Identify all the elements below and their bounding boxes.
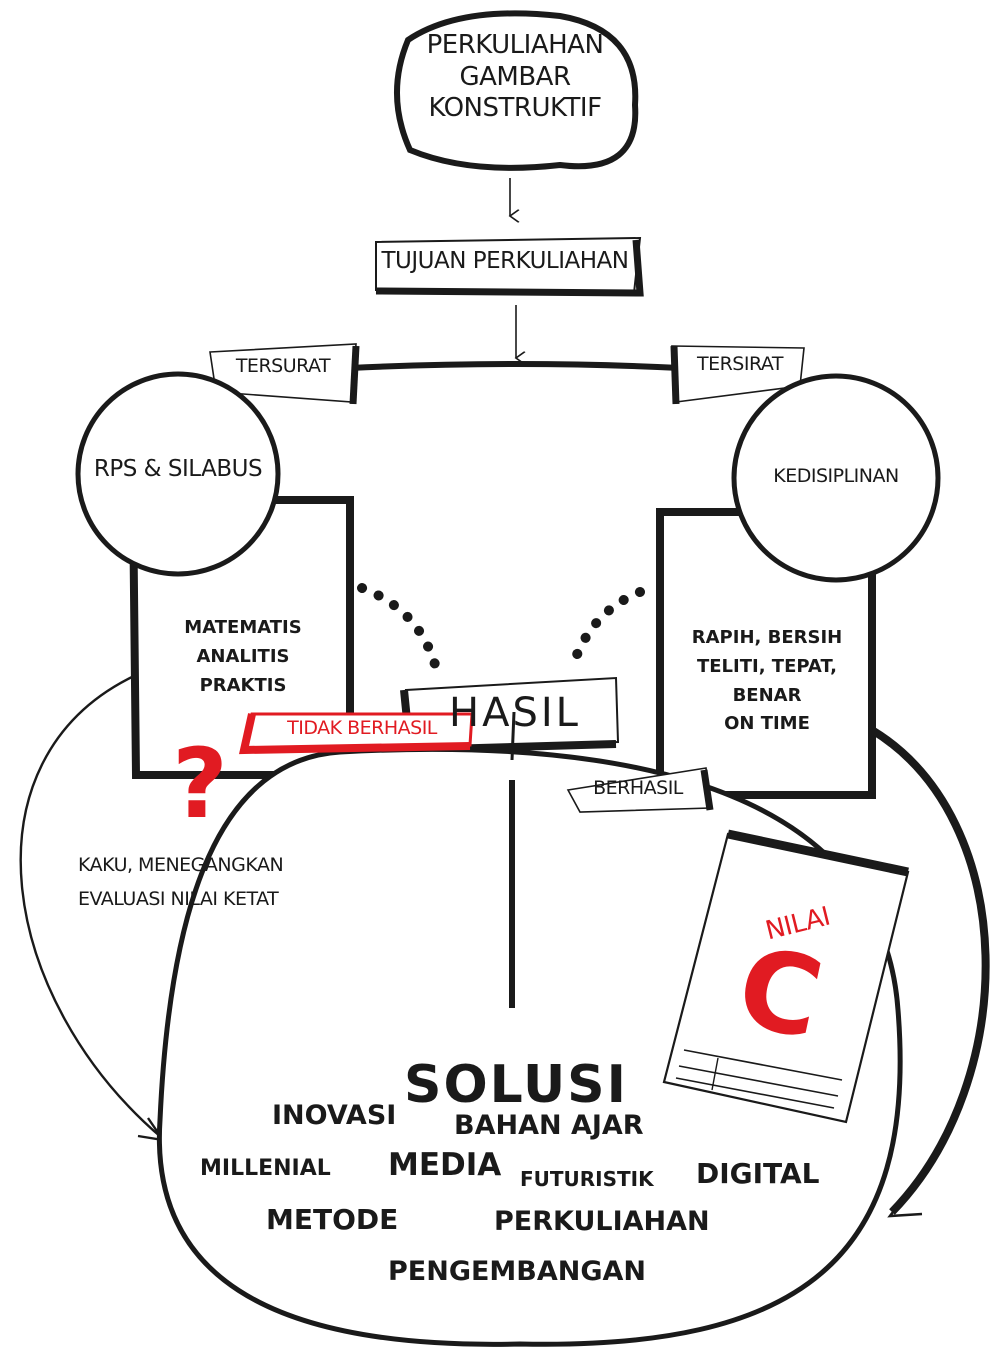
right-circle-label: KEDISIPLINAN — [773, 465, 899, 487]
tersurat-label: TERSURAT — [235, 355, 331, 377]
fail-box-shape — [238, 712, 474, 755]
top-node-line-3: KONSTRUKTIF — [428, 93, 602, 124]
dotted-link-right — [567, 587, 645, 673]
fork-connector — [349, 361, 681, 371]
dotted-link-left — [357, 583, 441, 673]
right-box-line-1: RAPIH, BERSIH — [691, 627, 843, 648]
solution-word-metode: METODE — [266, 1203, 399, 1236]
center-divider — [509, 711, 516, 1008]
solution-word-perkuliahan: PERKULIAHAN — [494, 1206, 710, 1237]
left-circle-shape — [75, 371, 281, 577]
solution-word-millenial: MILLENIAL — [200, 1156, 331, 1181]
goal-node-label: TUJUAN PERKULIAHAN — [381, 248, 630, 274]
solution-word-bahan-ajar: BAHAN AJAR — [454, 1110, 644, 1141]
left-box-line-3: PRAKTIS — [199, 674, 287, 696]
fail-label: TIDAK BERHASIL — [287, 717, 437, 739]
goal-node-shape — [375, 236, 644, 297]
solution-word-inovasi: INOVASI — [272, 1100, 397, 1131]
right-box-line-2: TELITI, TEPAT, — [696, 655, 838, 677]
top-node-line-1: PERKULIAHAN — [426, 30, 604, 60]
grade-card — [662, 829, 910, 1124]
solution-word-digital: DIGITAL — [696, 1157, 820, 1190]
solution-title: SOLUSI — [404, 1055, 628, 1115]
right-circle-shape — [731, 373, 941, 583]
tersirat-label: TERSIRAT — [696, 353, 784, 375]
left-box-line-2: ANALITIS — [196, 645, 290, 667]
top-node-shape — [394, 10, 639, 171]
question-mark: ? — [172, 728, 228, 840]
solution-word-media: MEDIA — [388, 1147, 502, 1183]
tersurat-tag-shape — [209, 343, 360, 405]
top-node-label: PERKULIAHAN GAMBAR KONSTRUKTIF — [425, 30, 605, 125]
negative-notes: KAKU, MENEGANGKAN EVALUASI NILAI KETAT — [78, 848, 284, 916]
solution-word-pengembangan: PENGEMBANGAN — [388, 1256, 647, 1287]
tersirat-tag-shape — [670, 345, 805, 405]
right-flow-curve — [869, 726, 990, 1218]
solution-word-futuristik: FUTURISTIK — [520, 1167, 654, 1191]
hasil-label: HASIL — [449, 690, 581, 736]
success-box-shape — [566, 767, 714, 813]
negative-note-1: KAKU, MENEGANGKAN — [78, 854, 284, 876]
top-node-line-2: GAMBAR — [459, 61, 571, 92]
right-box-line-3: BENAR — [732, 684, 802, 706]
right-box-line-4: ON TIME — [724, 713, 810, 735]
success-label: BERHASIL — [593, 777, 683, 799]
left-box-line-1: MATEMATIS — [184, 617, 302, 638]
left-circle-label: RPS & SILABUS — [93, 456, 263, 482]
right-box-text: RAPIH, BERSIH TELITI, TEPAT, BENAR ON TI… — [672, 624, 862, 739]
negative-note-2: EVALUASI NILAI KETAT — [78, 888, 279, 911]
left-box-text: MATEMATIS ANALITIS PRAKTIS — [146, 614, 340, 700]
